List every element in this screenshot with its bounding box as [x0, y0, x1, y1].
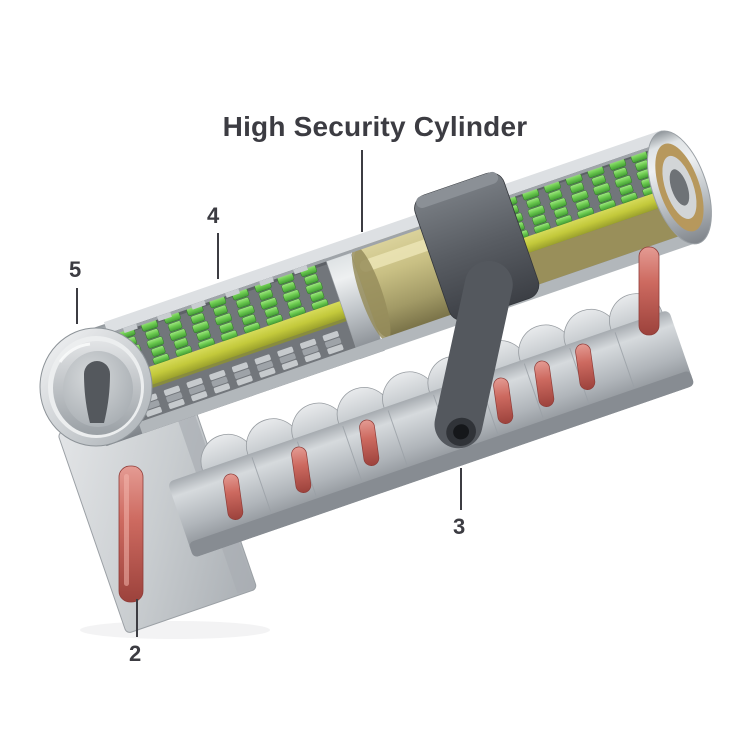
key-channel-left: [124, 301, 346, 393]
housing-top-edge: [103, 130, 667, 337]
callout-label-4: 4: [207, 203, 220, 228]
right-end-cap: [646, 130, 712, 245]
key-channel-right: [502, 185, 682, 261]
cam: [414, 171, 540, 449]
red-locking-pin-right: [638, 246, 660, 336]
callout-line-3: [460, 468, 462, 510]
housing-bottom-edge: [138, 230, 701, 434]
red-locking-pin-left: [118, 465, 144, 603]
diagram-title: High Security Cylinder: [222, 111, 528, 142]
ground-shadow: [80, 621, 270, 639]
title-callout-line: [361, 150, 363, 232]
red-pins: [118, 246, 660, 603]
callout-line-5: [76, 288, 78, 324]
bottom-pin-rail: [169, 293, 694, 557]
callout-label-3: 3: [453, 514, 466, 539]
cylinder-body: [58, 130, 712, 633]
keyway: [83, 360, 110, 423]
callout-line-4: [217, 233, 219, 279]
callout-label-5: 5: [69, 257, 82, 282]
callout-label-2: 2: [129, 641, 142, 666]
chrome-face: [39, 327, 153, 447]
callout-line-2: [136, 599, 138, 637]
